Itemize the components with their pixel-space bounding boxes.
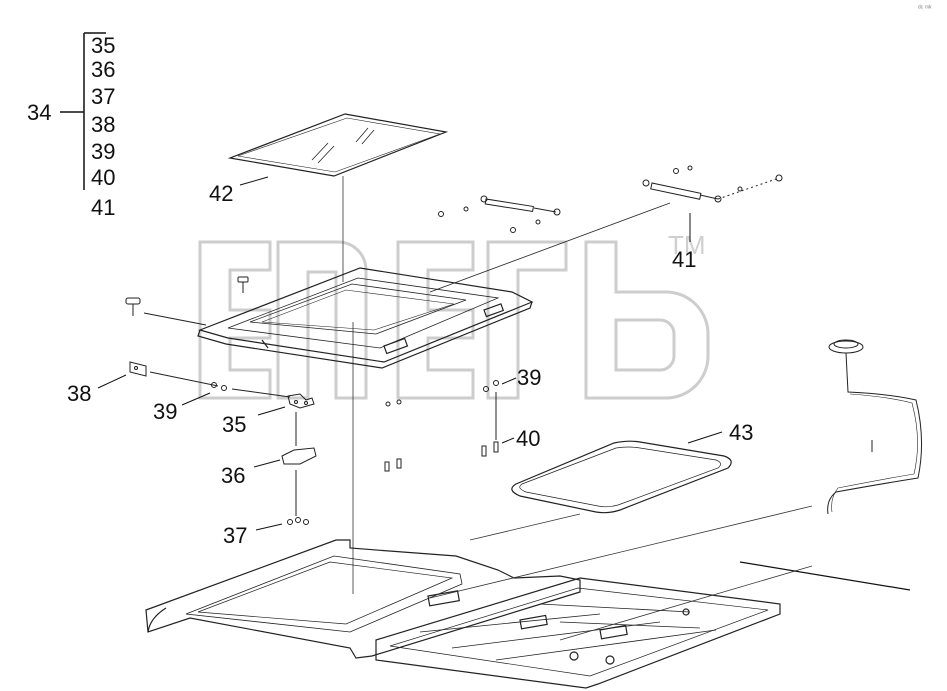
callout-37: 37 (223, 523, 247, 548)
callout-42: 42 (209, 181, 233, 206)
callout-38: 38 (67, 381, 91, 406)
watermark-tm: TM (668, 230, 706, 260)
gas-strut-41b (642, 165, 783, 203)
bracket-legend: 34 35 36 37 38 39 40 41 (27, 32, 115, 220)
fastener-39-left (211, 382, 291, 398)
label-38-legend: 38 (91, 112, 115, 137)
sunroof-frame (197, 267, 534, 369)
label-40-legend: 40 (91, 165, 115, 190)
corner-mark: ᵈᶜ ᵐᵏ (918, 5, 932, 12)
roof-assembly (145, 539, 781, 689)
gas-strut-41a (438, 195, 561, 233)
callout-43: 43 (729, 420, 753, 445)
label-36-legend: 36 (91, 57, 115, 82)
fastener-39-right (385, 380, 499, 440)
label-39-legend: 39 (91, 139, 115, 164)
bolts-40 (384, 441, 499, 472)
cover-36 (281, 412, 317, 465)
watermark-logo (198, 240, 710, 400)
screws-37 (287, 470, 309, 525)
label-41-legend: 41 (91, 195, 115, 220)
seal-43 (511, 440, 732, 514)
knob (125, 276, 249, 326)
label-34: 34 (27, 100, 51, 125)
latch-35 (287, 393, 315, 409)
callout-41: 41 (672, 247, 696, 272)
label-35-legend: 35 (91, 33, 115, 58)
drain-hose (827, 339, 923, 515)
glass-panel-42 (227, 113, 449, 177)
callout-40: 40 (516, 426, 540, 451)
callout-36: 36 (221, 463, 245, 488)
label-37-legend: 37 (91, 84, 115, 109)
callout-35: 35 (222, 412, 246, 437)
callout-39-right: 39 (517, 365, 541, 390)
callout-39-left: 39 (153, 399, 177, 424)
hinge-bracket-38 (129, 361, 219, 387)
